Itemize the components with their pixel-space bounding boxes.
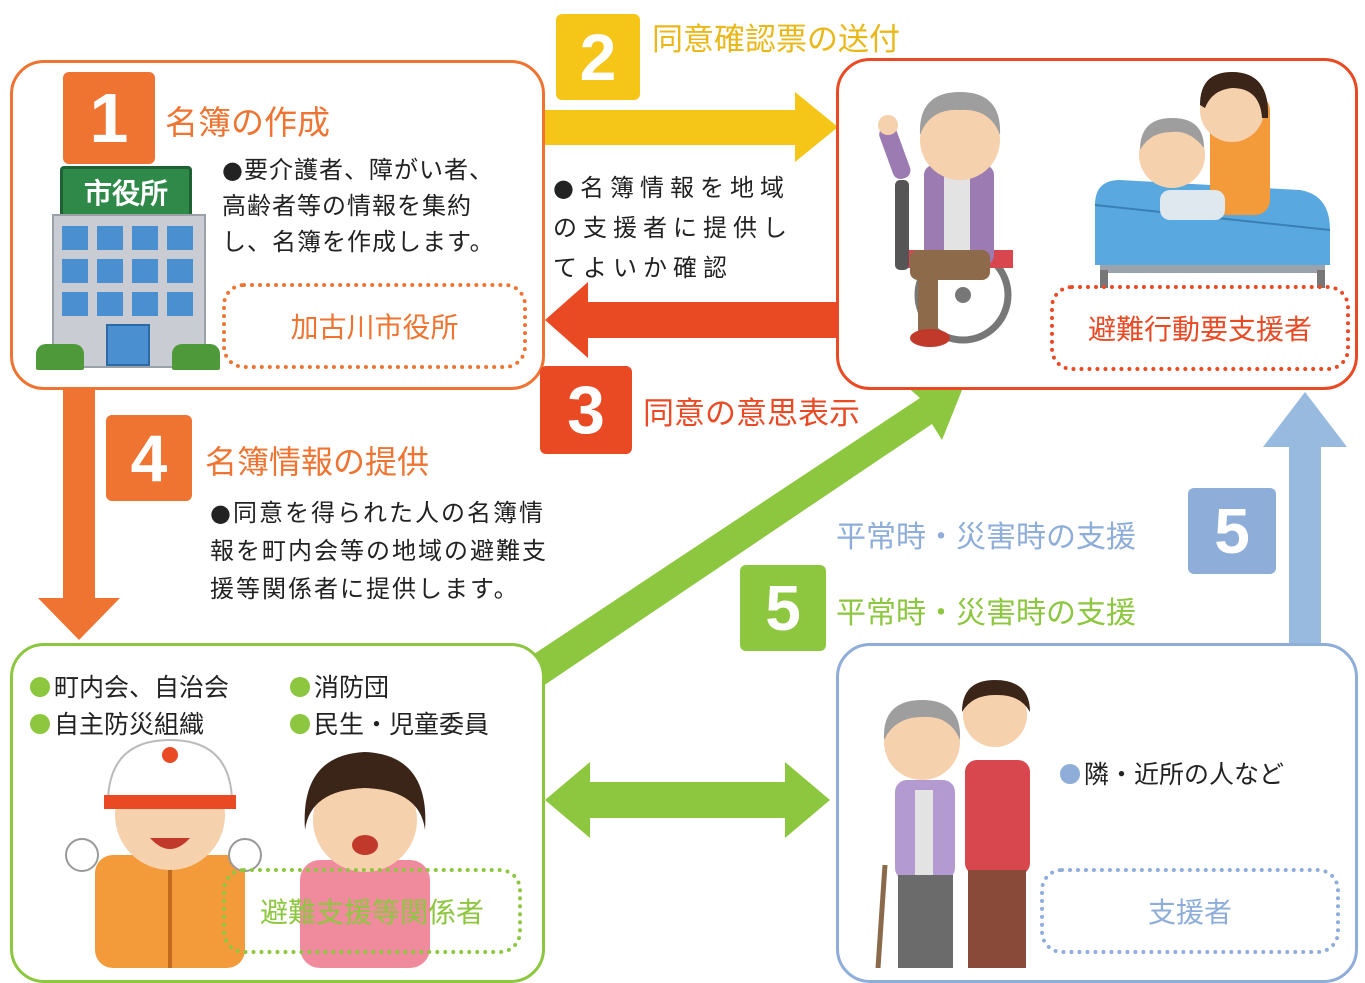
step1-description-line3: し、名簿を作成します。 <box>222 228 495 256</box>
building-body <box>52 214 206 368</box>
step2-description-line1: ●名簿情報を地域 <box>553 174 790 202</box>
blue-bullet-icon <box>1060 764 1080 784</box>
step4-description-line3: 援等関係者に提供します。 <box>210 575 520 603</box>
city-hall-label: 加古川市役所 <box>290 311 459 344</box>
step4-description-line1: ●同意を得られた人の名簿情 <box>210 499 545 527</box>
step2-description-line3: てよいか確認 <box>553 254 733 282</box>
step1-description: ●要介護者、障がい者、 高齢者等の情報を集約 し、名簿を作成します。 <box>222 152 495 260</box>
arrow-green-double <box>545 762 830 838</box>
step3-number: 3 <box>540 366 632 454</box>
community-item-1: 町内会、自治会 <box>30 668 229 704</box>
step2-title: 同意確認票の送付 <box>652 22 900 58</box>
step5-blue-number: 5 <box>1188 488 1276 574</box>
community-label-frame: 避難支援等関係者 <box>222 868 522 954</box>
step4-description-line2: 報を町内会等の地域の避難支 <box>210 537 548 565</box>
city-hall-label-frame: 加古川市役所 <box>222 283 527 369</box>
city-hall-building-illustration: 市役所 <box>28 166 228 376</box>
step3-title: 同意の意思表示 <box>643 396 860 432</box>
arrow-step3-left <box>545 282 838 358</box>
step1-number: 1 <box>63 72 155 164</box>
building-door <box>106 324 150 366</box>
green-bullet-icon <box>30 714 50 734</box>
step2-number: 2 <box>556 14 640 100</box>
step1-description-line1: ●要介護者、障がい者、 <box>222 156 494 184</box>
step4-description: ●同意を得られた人の名簿情 報を町内会等の地域の避難支 援等関係者に提供します。 <box>210 494 548 608</box>
building-sign-text: 市役所 <box>83 177 168 210</box>
community-item-3: 自主防災組織 <box>30 705 204 741</box>
supporter-label-frame: 支援者 <box>1040 868 1340 954</box>
building-sign: 市役所 <box>60 166 192 218</box>
arrow-step4-down <box>38 390 120 640</box>
evacuee-label: 避難行動要支援者 <box>1087 313 1312 346</box>
step2-description-line2: の支援者に提供し <box>553 214 793 242</box>
step5-blue-title: 平常時・災害時の支援 <box>836 520 1136 555</box>
arrow-green-diagonal <box>525 385 962 686</box>
step4-number: 4 <box>106 415 192 501</box>
arrow-step2-right <box>545 92 838 162</box>
community-item-2: 消防団 <box>290 668 389 704</box>
supporter-label: 支援者 <box>1147 896 1232 929</box>
community-item-4: 民生・児童委員 <box>290 705 489 741</box>
step1-title: 名簿の作成 <box>165 103 330 142</box>
step1-description-line2: 高齢者等の情報を集約 <box>222 192 472 220</box>
green-bullet-icon <box>30 677 50 697</box>
bush-left <box>36 344 84 370</box>
supporter-description: 隣・近所の人など <box>1060 755 1284 791</box>
community-label: 避難支援等関係者 <box>259 896 484 929</box>
bush-right <box>172 344 220 370</box>
step4-title: 名簿情報の提供 <box>205 443 430 481</box>
arrow-blue-up <box>1263 392 1347 645</box>
step5-green-title: 平常時・災害時の支援 <box>836 596 1136 631</box>
step5-green-number: 5 <box>740 565 826 651</box>
step2-description: ●名簿情報を地域 の支援者に提供し てよいか確認 <box>553 168 793 288</box>
evacuee-label-frame: 避難行動要支援者 <box>1050 285 1350 371</box>
green-bullet-icon <box>290 714 310 734</box>
green-bullet-icon <box>290 677 310 697</box>
